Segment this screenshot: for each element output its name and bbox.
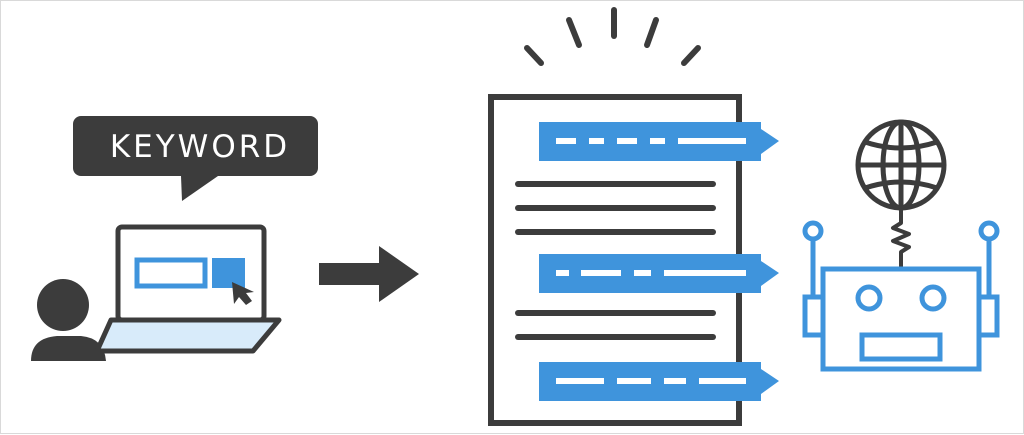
robot-left-eye — [855, 284, 883, 312]
laptop-keyboard-base — [94, 317, 282, 354]
burst-line-2 — [566, 17, 582, 48]
keyword-bubble-body — [73, 116, 318, 176]
robot-mouth — [859, 332, 943, 362]
burst-line-4 — [644, 17, 659, 48]
keyword-label: KEYWORD — [110, 129, 290, 165]
left-ear — [802, 294, 826, 338]
right-antenna-tip — [978, 220, 1000, 242]
arrow-right-icon — [319, 246, 419, 302]
document-icon — [488, 94, 779, 426]
arrow-shape — [319, 246, 419, 302]
highlighted-result-1 — [539, 122, 779, 161]
globe-upper-latitude — [864, 139, 938, 151]
keyword-bubble: KEYWORD — [73, 116, 318, 201]
highlighted-result-3 — [539, 362, 779, 401]
result-tag-3 — [539, 362, 779, 401]
robot-right-eye — [919, 284, 947, 312]
burst-line-1 — [524, 45, 544, 66]
keyword-bubble-tail — [181, 176, 218, 201]
highlighted-result-2 — [539, 254, 779, 293]
right-ear — [976, 294, 1000, 338]
globe-icon — [855, 119, 947, 211]
laptop-icon — [94, 224, 282, 354]
person-icon — [31, 279, 106, 361]
search-input-box — [134, 257, 208, 289]
person-head — [37, 279, 89, 331]
cursor-icon — [232, 282, 254, 305]
left-antenna-tip — [802, 220, 824, 242]
robot-icon — [802, 220, 1000, 372]
globe-lower-latitude — [864, 179, 938, 191]
document-text-lines — [515, 181, 716, 340]
search-button — [212, 258, 245, 288]
result-tag-2 — [539, 254, 779, 293]
burst-line-5 — [681, 45, 701, 66]
person-body — [31, 336, 106, 361]
robot-head — [820, 266, 982, 372]
spring-connector — [891, 209, 911, 269]
highlight-burst — [524, 7, 701, 66]
